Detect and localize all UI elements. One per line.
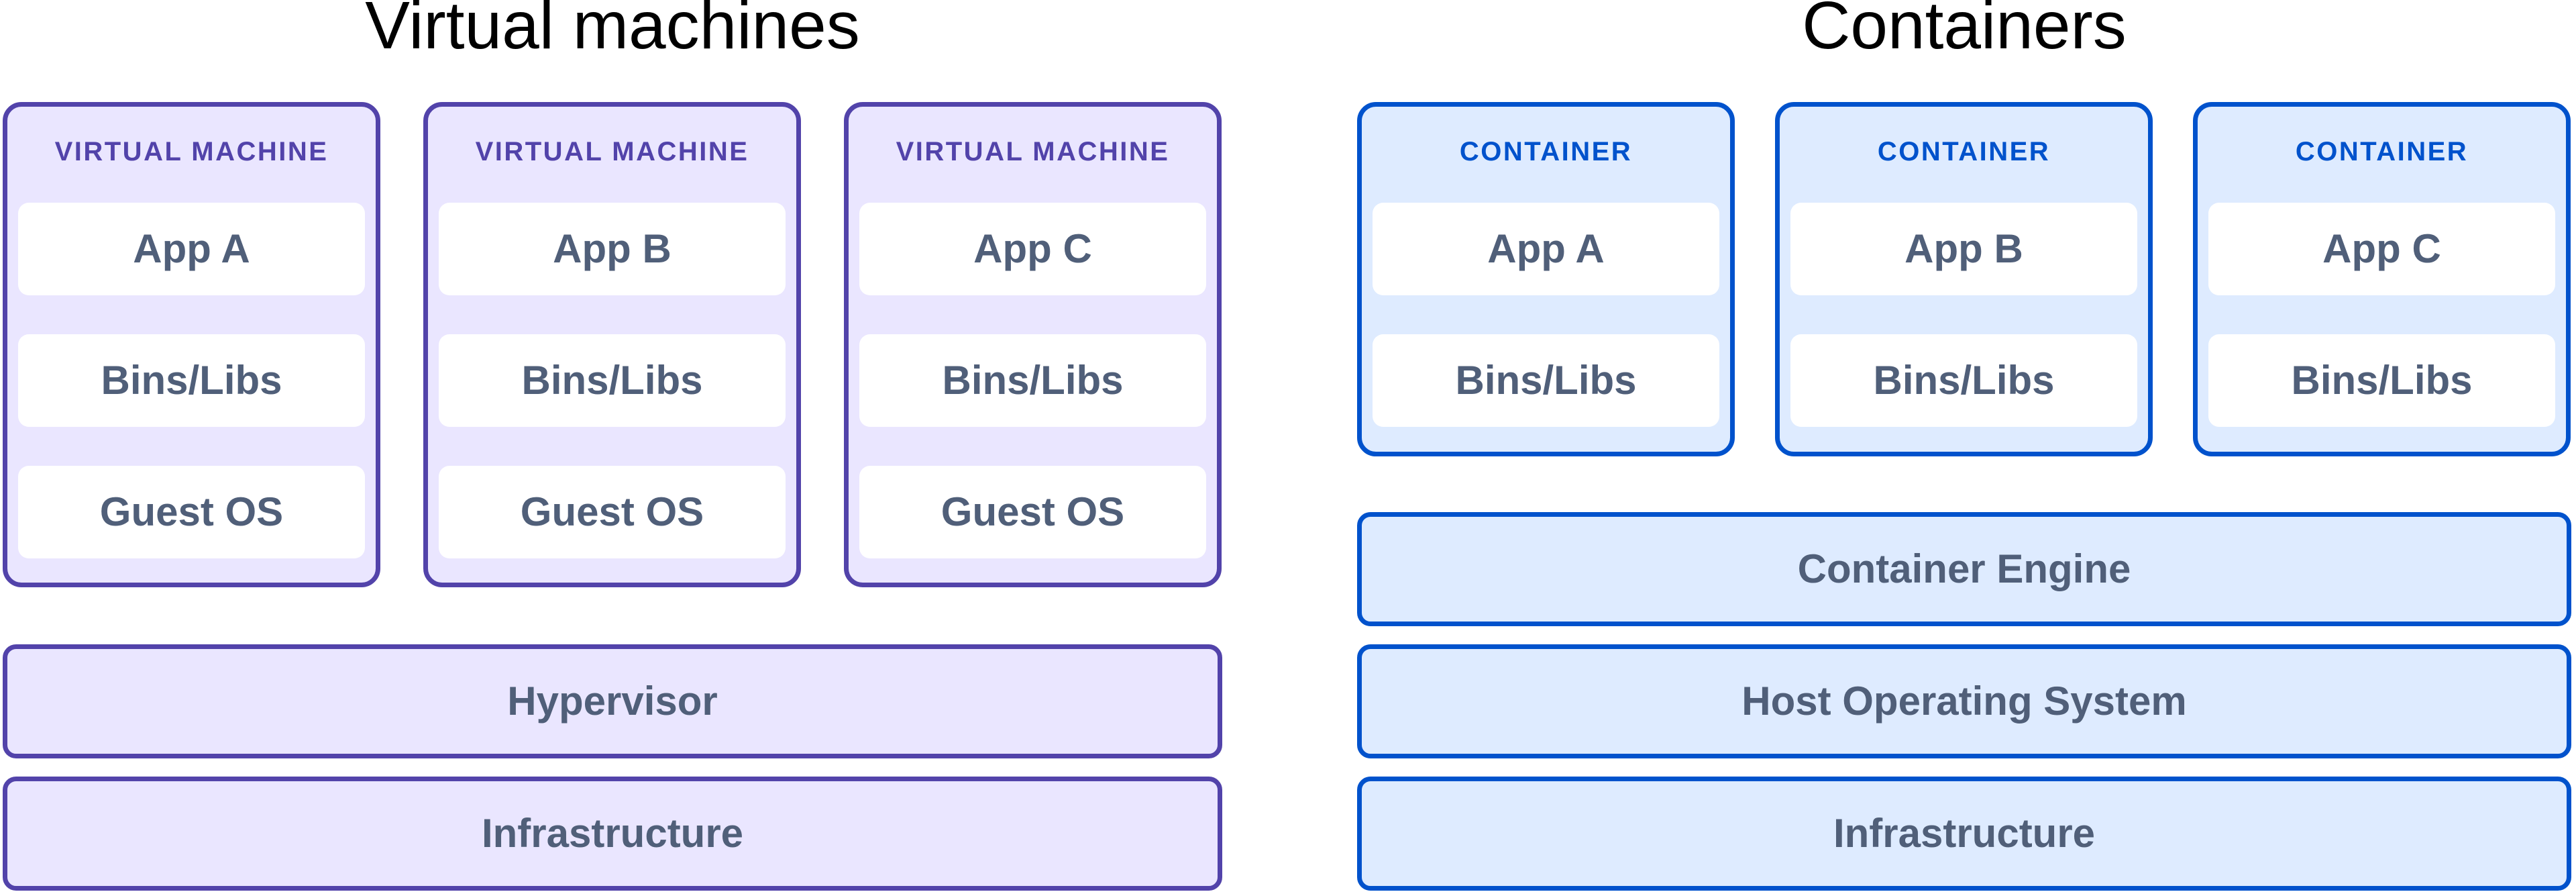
vm-box-row: VIRTUAL MACHINE App A Bins/Libs Guest OS… [3, 102, 1222, 587]
vm-box-2: VIRTUAL MACHINE App B Bins/Libs Guest OS [423, 102, 801, 587]
vm-box-1-header: VIRTUAL MACHINE [54, 137, 329, 166]
container-box-1-binslibs-item: Bins/Libs [1373, 334, 1719, 427]
vm-box-2-binslibs-item: Bins/Libs [439, 334, 786, 427]
vm-box-3-binslibs-item: Bins/Libs [859, 334, 1206, 427]
container-box-1: CONTAINER App A Bins/Libs [1357, 102, 1735, 456]
container-box-2-binslibs-item: Bins/Libs [1790, 334, 2137, 427]
vm-box-2-header: VIRTUAL MACHINE [475, 137, 749, 166]
vm-box-3: VIRTUAL MACHINE App C Bins/Libs Guest OS [844, 102, 1222, 587]
container-box-3-binslibs-item: Bins/Libs [2208, 334, 2555, 427]
vm-section-title: Virtual machines [365, 0, 860, 63]
vm-box-2-guestos-item: Guest OS [439, 466, 786, 558]
container-box-2-app-item: App B [1790, 203, 2137, 295]
vm-box-1-binslibs-item: Bins/Libs [18, 334, 365, 427]
container-engine-bar: Container Engine [1357, 512, 2571, 626]
vm-box-2-app-item: App B [439, 203, 786, 295]
container-box-3: CONTAINER App C Bins/Libs [2193, 102, 2571, 456]
hypervisor-bar: Hypervisor [3, 644, 1222, 758]
containers-section: Containers CONTAINER App A Bins/Libs CON… [1357, 0, 2571, 894]
vm-box-3-app-item: App C [859, 203, 1206, 295]
vm-infrastructure-bar: Infrastructure [3, 777, 1222, 891]
container-box-2: CONTAINER App B Bins/Libs [1775, 102, 2153, 456]
container-box-row: CONTAINER App A Bins/Libs CONTAINER App … [1357, 102, 2571, 456]
container-box-3-app-item: App C [2208, 203, 2555, 295]
host-operating-system-bar: Host Operating System [1357, 644, 2571, 758]
vm-box-3-header: VIRTUAL MACHINE [896, 137, 1170, 166]
containers-section-title: Containers [1802, 0, 2127, 63]
container-box-3-header: CONTAINER [2295, 137, 2469, 166]
container-box-1-header: CONTAINER [1459, 137, 1633, 166]
vm-box-3-guestos-item: Guest OS [859, 466, 1206, 558]
container-box-1-app-item: App A [1373, 203, 1719, 295]
vm-box-1-app-item: App A [18, 203, 365, 295]
container-box-2-header: CONTAINER [1877, 137, 2051, 166]
virtual-machines-section: Virtual machines VIRTUAL MACHINE App A B… [3, 0, 1222, 894]
vm-box-1: VIRTUAL MACHINE App A Bins/Libs Guest OS [3, 102, 380, 587]
vm-box-1-guestos-item: Guest OS [18, 466, 365, 558]
containers-infrastructure-bar: Infrastructure [1357, 777, 2571, 891]
